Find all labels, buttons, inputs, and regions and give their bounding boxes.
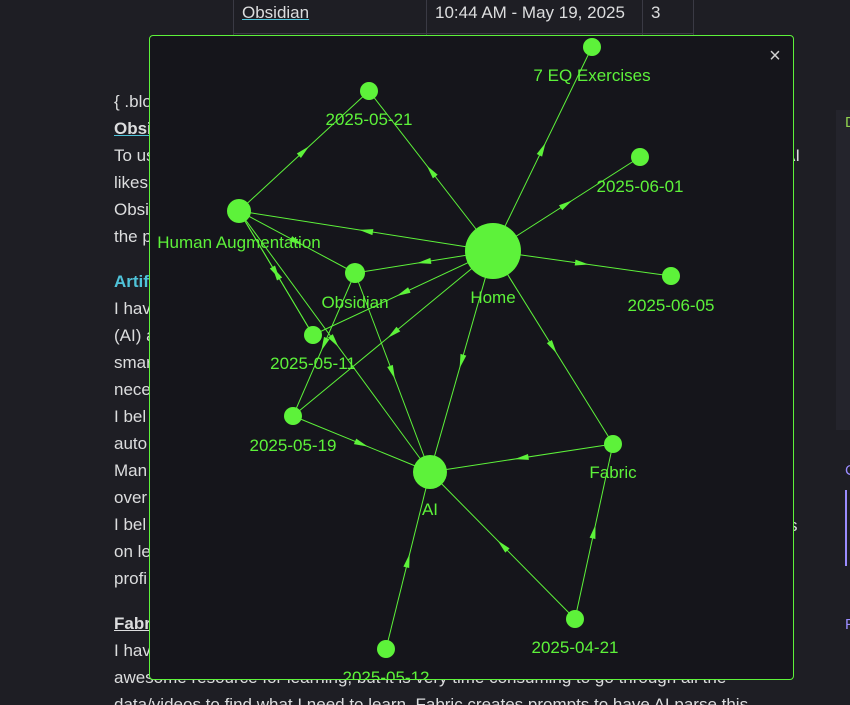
graph-node-ai[interactable] [413,455,447,489]
graph-edge-arrow [574,259,589,266]
graph-edge-arrow [426,165,438,179]
graph-node-d0521[interactable] [360,82,378,100]
right-sidebar-char: D [845,114,850,131]
graph-node-label[interactable]: 2025-05-19 [250,436,337,455]
graph-edge-arrow [589,524,596,539]
graph-edge-arrow [272,267,283,281]
graph-edge-arrow [514,454,529,460]
graph-node-label[interactable]: AI [422,500,438,519]
graph-node-label[interactable]: 2025-06-05 [628,296,715,315]
table-cell-name[interactable]: Obsidian [233,0,427,34]
table-cell-count: 3 [642,0,694,34]
note-line: nece [114,380,151,399]
note-line: Man [114,461,148,480]
note-line: I bel [114,407,147,426]
graph-node-d0601[interactable] [631,148,649,166]
graph-node-label[interactable]: Fabric [589,463,637,482]
graph-edge-arrow [403,553,410,568]
graph-edge-arrow [459,353,467,369]
graph-node-label[interactable]: 2025-06-01 [597,177,684,196]
graph-node-d0421[interactable] [566,610,584,628]
graph-node-label[interactable]: 2025-05-11 [270,354,356,373]
graph-edge-arrow [296,146,310,158]
graph-node-d0519[interactable] [284,407,302,425]
graph-edge-arrow [387,326,401,338]
note-line: data/videos to find what I need to learn… [114,695,749,705]
note-heading: Artif [114,272,149,291]
note-heading: Fabr [114,614,151,633]
graph-node-d0512[interactable] [377,640,395,658]
note-line: (AI) a [114,326,156,345]
note-line: I hav [114,641,151,660]
graph-edge-arrow [536,142,546,157]
note-line: the p [114,227,152,246]
graph-node-label[interactable]: Home [470,288,515,307]
note-link[interactable]: Obsidian [242,3,310,22]
note-heading: Obsi [114,119,152,138]
note-line: I bel [114,515,147,534]
graph-node-label[interactable]: Obsidian [321,293,388,312]
graph-edge-arrow [387,364,395,380]
graph-node-d0511[interactable] [304,326,322,344]
table-cell-date: 10:44 AM - May 19, 2025 [426,0,643,34]
graph-node-label[interactable]: 2025-05-12 [343,668,430,680]
graph-node-obsidian[interactable] [345,263,365,283]
graph-node-fabric[interactable] [604,435,622,453]
graph-edge-arrow [546,340,557,354]
note-line: over [114,488,148,507]
graph-node-human[interactable] [227,199,251,223]
right-sidebar-edge [836,110,850,430]
note-line: on le [114,542,151,561]
graph-node-d0605[interactable] [662,267,680,285]
graph-edge-arrow [327,334,339,348]
graph-node-home[interactable] [465,223,521,279]
note-line: Obsi [114,200,149,219]
graph-edge-arrow [559,200,573,211]
graph-edge-arrow [396,287,411,296]
close-icon[interactable]: × [769,45,781,67]
note-line: { .blo [114,92,152,111]
graph-edge-arrow [289,236,304,246]
note-line: likes [114,173,149,192]
graph-edge-arrow [359,229,374,236]
right-sidebar-char: C [845,462,850,479]
graph-node-eq[interactable] [583,38,601,56]
graph-edge-arrow [353,438,368,447]
note-line: profi [114,569,148,588]
right-sidebar-accent [845,490,847,566]
note-line: smar [114,353,152,372]
note-line: To us [114,146,155,165]
graph-edge-arrow [497,540,510,553]
graph-node-label[interactable]: 7 EQ Exercises [533,66,650,85]
note-line: auto [114,434,148,453]
right-sidebar-char: P [845,616,850,633]
graph-edge-arrow [417,257,432,264]
graph-edge-arrow [321,336,330,351]
graph-node-label[interactable]: 2025-04-21 [532,638,619,657]
graph-node-label[interactable]: 2025-05-21 [326,110,413,129]
graph-node-label[interactable]: Human Augmentation [157,233,321,252]
note-line: I hav [114,299,151,318]
